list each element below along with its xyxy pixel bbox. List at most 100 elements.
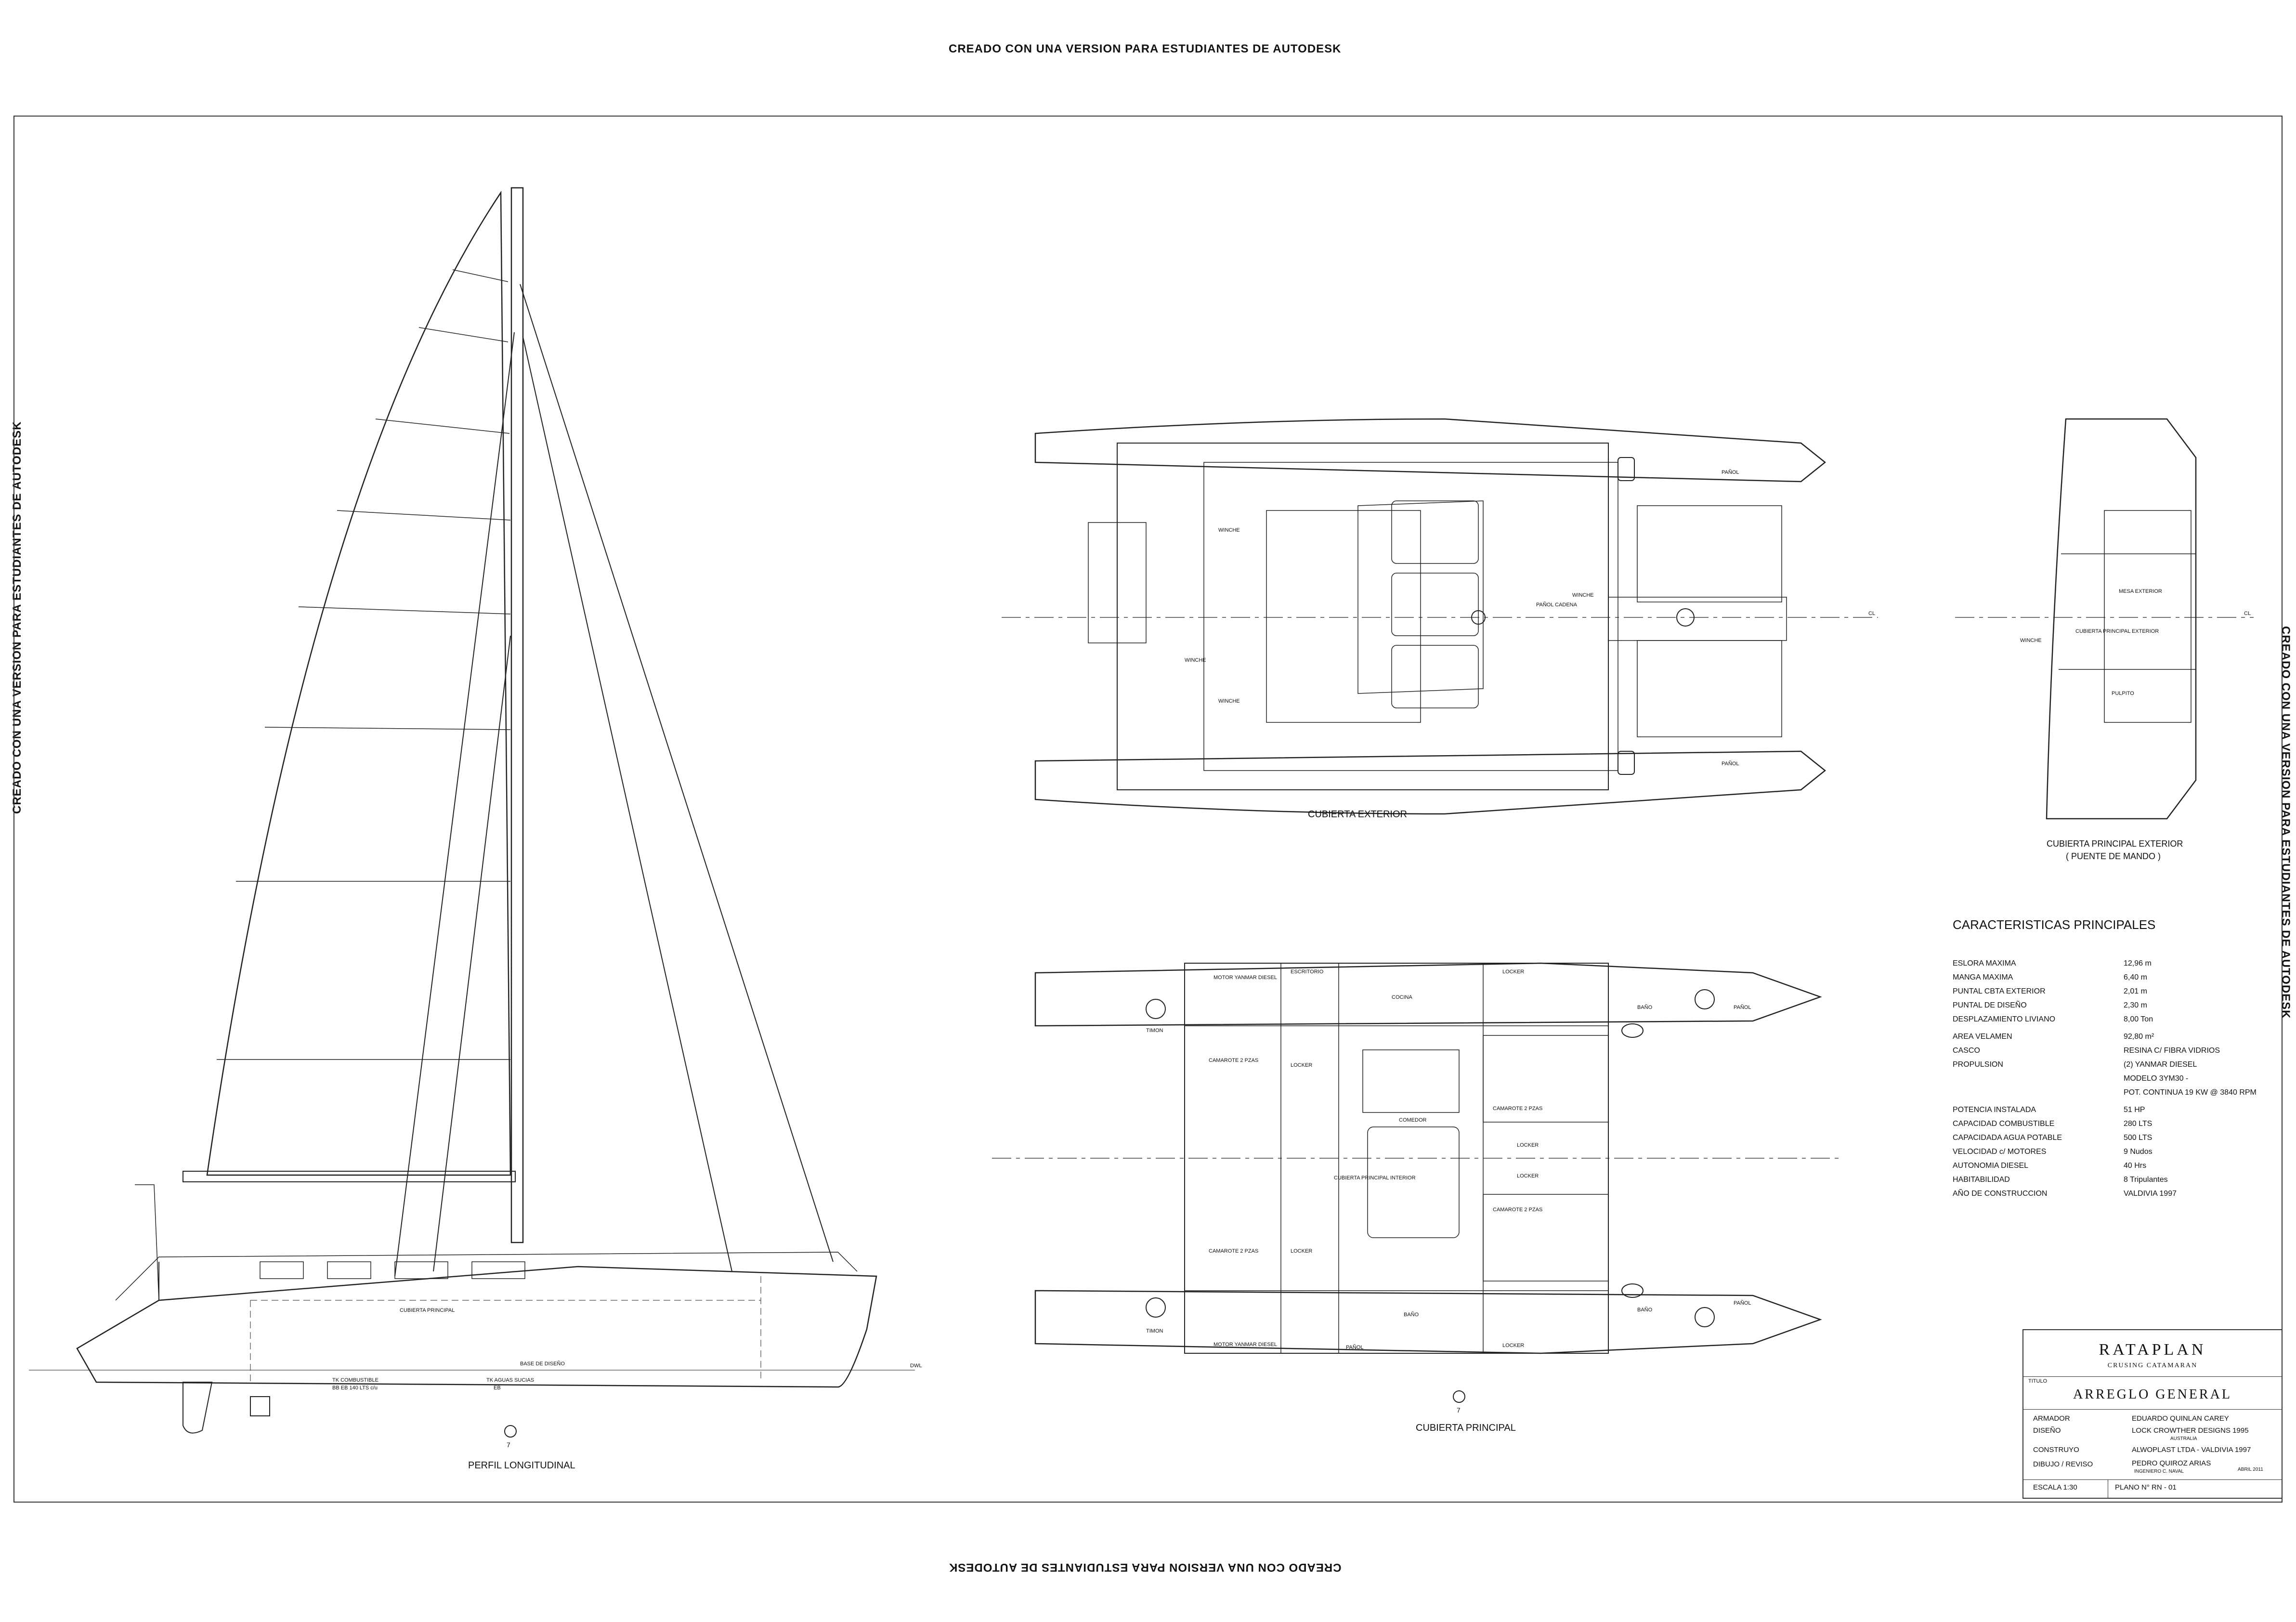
label-camarote-3: CAMAROTE 2 PZAS (1493, 1106, 1543, 1112)
label-timon-1: TIMON (1146, 1028, 1163, 1033)
label-fuel-tank: TK COMBUSTIBLE (332, 1377, 378, 1383)
profile-view (29, 187, 915, 1438)
mast (510, 187, 524, 1243)
spec-value: 12,96 m (2124, 959, 2152, 968)
label-panol-2: PAÑOL (1734, 1300, 1751, 1306)
spec-value: 2,01 m (2124, 987, 2147, 995)
label-mesa: MESA EXTERIOR (2119, 589, 2162, 594)
label-cocina: COCINA (1392, 994, 1412, 1000)
escala: ESCALA 1:30 (2033, 1483, 2077, 1491)
spec-label: POTENCIA INSTALADA (1953, 1106, 2036, 1114)
label-winche-4: WINCHE (1572, 592, 1594, 598)
spec-value: 92,80 m² (2124, 1033, 2154, 1041)
dibujo-sub: INGENIERO C. NAVAL (2134, 1469, 2184, 1474)
label-helm-winche: WINCHE (2020, 638, 2042, 643)
label-dwl: DWL (910, 1363, 922, 1369)
sail-battens (217, 269, 511, 1060)
label-waste-side: EB (494, 1385, 501, 1391)
hull-bottom-ext (1034, 750, 1826, 815)
label-locker-5: LOCKER (1291, 1248, 1313, 1254)
exterior-deck-caption: CUBIERTA EXTERIOR (1308, 809, 1407, 820)
helm-deck-caption: CUBIERTA PRINCIPAL EXTERIOR (2047, 839, 2183, 849)
label-camarote-1: CAMAROTE 2 PZAS (1209, 1058, 1259, 1063)
label-bano-2: BAÑO (1637, 1307, 1653, 1313)
spec-value: 8 Tripulantes (2124, 1176, 2168, 1184)
label-helm-cubierta: CUBIERTA PRINCIPAL EXTERIOR (2075, 628, 2159, 634)
plano-number: PLANO N° RN - 01 (2115, 1483, 2177, 1491)
trampoline-fwd-top (1637, 505, 1782, 602)
spec-value: 51 HP (2124, 1106, 2145, 1114)
specs-title: CARACTERISTICAS PRINCIPALES (1953, 917, 2156, 932)
spec-value: RESINA C/ FIBRA VIDRIOS (2124, 1046, 2220, 1055)
spec-value: 6,40 m (2124, 973, 2147, 981)
exterior-deck-plan (1002, 418, 1878, 815)
trampoline-fwd-bottom (1637, 640, 1782, 737)
spec-label: AUTONOMIA DIESEL (1953, 1162, 2029, 1170)
spec-label: AÑO DE CONSTRUCCION (1953, 1190, 2048, 1198)
spec-label: PROPULSION (1953, 1060, 2003, 1069)
label-fuel-capacity: BB EB 140 LTS c/u (332, 1385, 378, 1391)
label-waste-tank: TK AGUAS SUCIAS (486, 1377, 535, 1383)
label-camarote-4: CAMAROTE 2 PZAS (1493, 1207, 1543, 1213)
label-panol-cadena: PAÑOL CADENA (1536, 602, 1577, 608)
armador-label: ARMADOR (2033, 1414, 2070, 1423)
fecha: ABRIL 2011 (2238, 1467, 2263, 1472)
construyo-label: CONSTRUYO (2033, 1446, 2079, 1454)
label-bano-3: BAÑO (1404, 1312, 1419, 1318)
spec-value: 8,00 Ton (2124, 1015, 2153, 1023)
label-locker-3: LOCKER (1517, 1142, 1539, 1148)
rudder (183, 1382, 213, 1434)
helm-deck-caption-sub: ( PUENTE DE MANDO ) (2066, 851, 2161, 861)
spec-label: CASCO (1953, 1046, 1980, 1055)
helm-deck-plan (1955, 418, 2254, 820)
galley (1362, 1049, 1460, 1113)
hull-top-main (1034, 962, 1822, 1027)
spec-value: (2) YANMAR DIESEL (2124, 1060, 2197, 1069)
boom (183, 1171, 516, 1182)
label-winche-1: WINCHE (1218, 527, 1240, 533)
spec-value: 40 Hrs (2124, 1162, 2147, 1170)
spec-label: DESPLAZAMIENTO LIVIANO (1953, 1015, 2056, 1023)
label-cl-ext: CL (1868, 611, 1876, 616)
spec-label: MANGA MAXIMA (1953, 973, 2013, 981)
main-deck-plan (992, 962, 1839, 1403)
cabin-top (1357, 500, 1484, 694)
dibujo-label: DIBUJO / REVISO (2033, 1460, 2093, 1468)
label-panol-bottom: PAÑOL (1722, 761, 1739, 767)
diseno-value: LOCK CROWTHER DESIGNS 1995 (2132, 1426, 2249, 1435)
hull-bottom-main (1034, 1290, 1822, 1354)
spec-value: 280 LTS (2124, 1120, 2152, 1128)
diseno-label: DISEÑO (2033, 1426, 2061, 1435)
label-camarote-2: CAMAROTE 2 PZAS (1209, 1248, 1259, 1254)
spec-value: VALDIVIA 1997 (2124, 1190, 2177, 1198)
label-deck: CUBIERTA PRINCIPAL (400, 1308, 455, 1313)
bridgedeck-ext (1117, 443, 1609, 790)
section-ref-main: 7 (1457, 1406, 1461, 1414)
spec-label: CAPACIDADA AGUA POTABLE (1953, 1134, 2062, 1142)
label-bano-1: BAÑO (1637, 1005, 1653, 1010)
cockpit-seating (1266, 510, 1421, 723)
label-panol-top: PAÑOL (1722, 470, 1739, 475)
label-comedor: COMEDOR (1399, 1117, 1427, 1123)
watermark-top: CREADO CON UNA VERSION PARA ESTUDIANTES … (949, 42, 1342, 55)
label-base-design: BASE DE DISEÑO (520, 1361, 565, 1367)
label-cl-helm: CL (2244, 611, 2251, 616)
titulo-label: TITULO (2028, 1378, 2048, 1384)
label-locker-1: LOCKER (1502, 969, 1525, 975)
diseno-sub: AUSTRALIA (2170, 1436, 2197, 1441)
spec-value: MODELO 3YM30 - (2124, 1074, 2189, 1083)
forestay (520, 284, 834, 1262)
main-deck-caption: CUBIERTA PRINCIPAL (1416, 1423, 1516, 1433)
spec-label: ESLORA MAXIMA (1953, 959, 2016, 968)
project-name: RATAPLAN (2099, 1341, 2206, 1359)
spec-label: AREA VELAMEN (1953, 1033, 2012, 1041)
mainsail (206, 190, 511, 1176)
drawing-frame (13, 116, 2283, 1503)
spec-value: 9 Nudos (2124, 1148, 2152, 1156)
label-locker-6: LOCKER (1502, 1343, 1525, 1348)
label-interior: CUBIERTA PRINCIPAL INTERIOR (1334, 1175, 1416, 1181)
project-subtitle: CRUSING CATAMARAN (2107, 1362, 2198, 1369)
trampoline-aft (1088, 522, 1147, 643)
hull-top-ext (1034, 418, 1826, 483)
